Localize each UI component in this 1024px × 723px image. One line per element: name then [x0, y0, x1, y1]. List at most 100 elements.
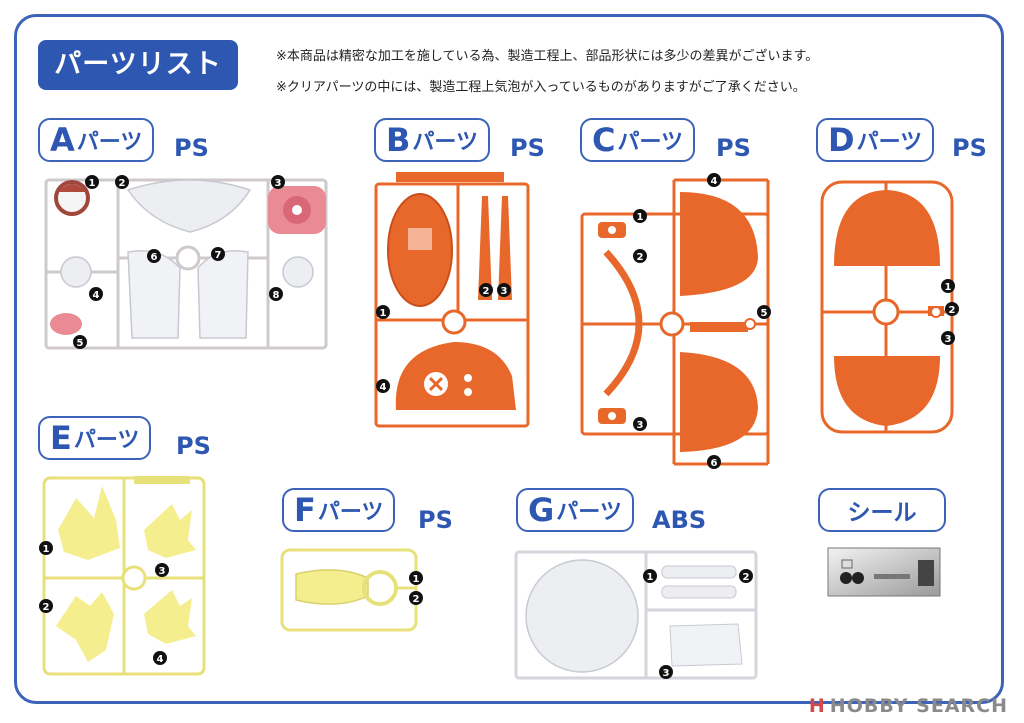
part-suffix: パーツ: [617, 130, 684, 155]
num-c1: 1: [637, 212, 644, 223]
part-b2-b3: [478, 196, 512, 300]
part-a7: [197, 250, 249, 339]
part-c6: [680, 352, 758, 452]
part-g1: [525, 559, 639, 673]
label-g-parts: G パーツ: [516, 488, 634, 532]
label-f-parts: F パーツ: [282, 488, 396, 532]
num-c3: 3: [637, 420, 644, 431]
part-a2: [126, 179, 252, 233]
part-e3: [144, 504, 196, 558]
page-title: パーツリスト: [38, 40, 238, 90]
part-a1: [54, 180, 90, 216]
part-letter: B: [386, 121, 411, 159]
part-g3: [669, 623, 743, 667]
part-c1: [598, 222, 626, 238]
seal-eye-left: [840, 572, 852, 584]
part-d3: [834, 356, 940, 426]
num-g2: 2: [743, 572, 750, 583]
num-e2: 2: [43, 602, 50, 613]
part-letter: G: [528, 491, 555, 529]
num-a8: 8: [273, 290, 280, 301]
part-letter: A: [50, 121, 75, 159]
num-a4: 4: [93, 290, 100, 301]
part-suffix: パーツ: [856, 130, 923, 155]
material-d: PS: [952, 134, 987, 162]
seal-sheet: [827, 547, 941, 597]
sprue-a: 1 2 3 4 5 6 7 8: [44, 175, 328, 350]
num-b3: 3: [501, 286, 508, 297]
sprue-e: 1 2 3 4: [39, 476, 206, 676]
num-a1: 1: [89, 178, 96, 189]
part-suffix: パーツ: [317, 500, 384, 525]
num-a5: 5: [77, 338, 84, 349]
part-g2: [661, 565, 737, 599]
part-c3: [598, 408, 626, 424]
label-d-parts: D パーツ: [816, 118, 935, 162]
note-2: ※クリアパーツの中には、製造工程上気泡が入っているものがありますがご了承ください…: [276, 80, 806, 95]
num-c6: 6: [711, 458, 718, 469]
seal-eye-right: [852, 572, 864, 584]
part-d2: [930, 306, 942, 318]
sprue-c: 1 2 3 4 5 6: [580, 173, 771, 469]
num-f2: 2: [413, 594, 420, 605]
part-suffix: パーツ: [76, 130, 143, 155]
sprue-d: 1 2 3: [820, 180, 959, 434]
note-1: ※本商品は精密な加工を施している為、製造工程上、部品形状には多少の差異がございま…: [276, 49, 819, 64]
part-e1: [58, 486, 120, 560]
part-f2: [362, 570, 398, 606]
num-c2: 2: [637, 252, 644, 263]
material-g: ABS: [652, 506, 707, 534]
num-c5: 5: [761, 308, 768, 319]
num-a6: 6: [151, 252, 158, 263]
brand-text: HOBBY SEARCH: [829, 695, 1008, 717]
num-d3: 3: [945, 334, 952, 345]
label-a-parts: A パーツ: [38, 118, 155, 162]
part-letter: C: [592, 121, 616, 159]
label-c-parts: C パーツ: [580, 118, 696, 162]
num-f1: 1: [413, 574, 420, 585]
part-f1: [295, 569, 369, 605]
part-d1-shell: [834, 190, 940, 266]
part-c4: [680, 192, 758, 296]
part-a4: [60, 256, 92, 288]
material-e: PS: [176, 432, 211, 460]
part-e4: [144, 590, 196, 644]
part-letter: E: [50, 419, 72, 457]
num-a2: 2: [119, 178, 126, 189]
part-a5: [50, 313, 82, 335]
num-e3: 3: [159, 566, 166, 577]
num-e4: 4: [157, 654, 164, 665]
part-b1: [387, 193, 453, 307]
part-a3: [268, 186, 326, 234]
part-a8: [282, 256, 314, 288]
hobby-search-logo-icon: H: [808, 695, 826, 717]
num-g1: 1: [647, 572, 654, 583]
material-f: PS: [418, 506, 453, 534]
num-b2: 2: [483, 286, 490, 297]
num-b1: 1: [380, 308, 387, 319]
part-b4: [395, 342, 516, 410]
part-c5: [690, 318, 756, 332]
label-b-parts: B パーツ: [374, 118, 490, 162]
part-suffix: パーツ: [412, 130, 478, 155]
part-a6: [127, 250, 181, 339]
material-a: PS: [174, 134, 209, 162]
material-c: PS: [716, 134, 751, 162]
num-a7: 7: [215, 250, 222, 261]
part-e2: [56, 592, 114, 662]
num-e1: 1: [43, 544, 50, 555]
num-c4: 4: [711, 176, 718, 187]
num-d2: 2: [949, 305, 956, 316]
num-a3: 3: [275, 178, 282, 189]
sprue-b: 1 2 3 4: [374, 172, 530, 428]
label-seal: シール: [818, 488, 946, 532]
material-b: PS: [510, 134, 545, 162]
num-d1: 1: [945, 282, 952, 293]
part-letter: D: [828, 121, 855, 159]
label-e-parts: E パーツ: [38, 416, 152, 460]
sprue-g: 1 2 3: [514, 550, 758, 680]
seal-label: シール: [847, 500, 917, 526]
num-b4: 4: [380, 382, 387, 393]
